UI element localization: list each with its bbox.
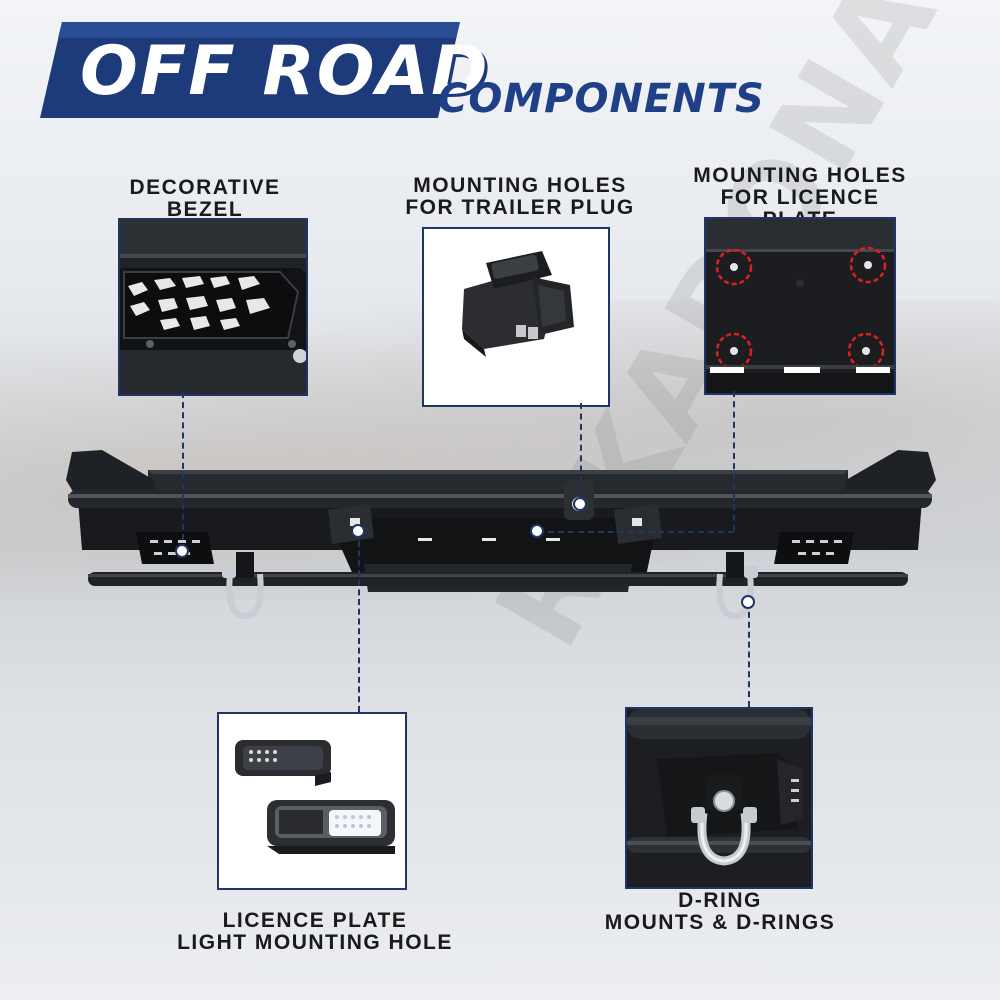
title-block: OFF ROAD COMPONENTS — [40, 22, 765, 122]
panel-trailer-plug — [422, 227, 610, 407]
marker-d-ring — [741, 595, 755, 609]
label-d-ring: D-RING MOUNTS & D-RINGS — [604, 889, 836, 934]
title-main: OFF ROAD — [80, 32, 490, 111]
connector-d-ring — [748, 602, 750, 707]
marker-trailer-plug — [573, 497, 587, 511]
connector-licence-plate-horizontal — [538, 531, 734, 533]
connector-plate-light — [358, 531, 360, 712]
label-plate-light-hole: LICENCE PLATE LIGHT MOUNTING HOLE — [177, 909, 453, 954]
marker-plate-light — [351, 524, 365, 538]
rear-bumper-image — [66, 450, 936, 620]
d-ring-closeup-image — [627, 709, 811, 887]
licence-plate-closeup-image — [706, 219, 894, 393]
plate-light-rear-view — [235, 740, 331, 786]
title-sub: COMPONENTS — [438, 76, 765, 122]
panel-decorative-bezel — [118, 218, 308, 396]
panel-licence-plate-holes — [704, 217, 896, 395]
plate-light-front-view — [267, 800, 395, 854]
right-d-ring — [716, 552, 758, 620]
marker-bezel — [175, 544, 189, 558]
panel-d-ring — [625, 707, 813, 889]
connector-trailer-plug — [580, 403, 582, 503]
connector-licence-plate — [733, 391, 735, 531]
bezel-closeup-image — [120, 220, 306, 394]
trailer-plug-image — [424, 229, 608, 405]
d-ring-shackle — [691, 775, 757, 866]
label-decorative-bezel: DECORATIVE BEZEL — [129, 176, 281, 221]
left-d-ring — [222, 552, 264, 620]
plate-light-image — [219, 714, 405, 888]
marker-licence-plate — [530, 524, 544, 538]
title-banner — [40, 22, 460, 118]
label-trailer-plug: MOUNTING HOLES FOR TRAILER PLUG — [405, 174, 635, 219]
panel-plate-light — [217, 712, 407, 890]
connector-bezel — [182, 392, 184, 550]
